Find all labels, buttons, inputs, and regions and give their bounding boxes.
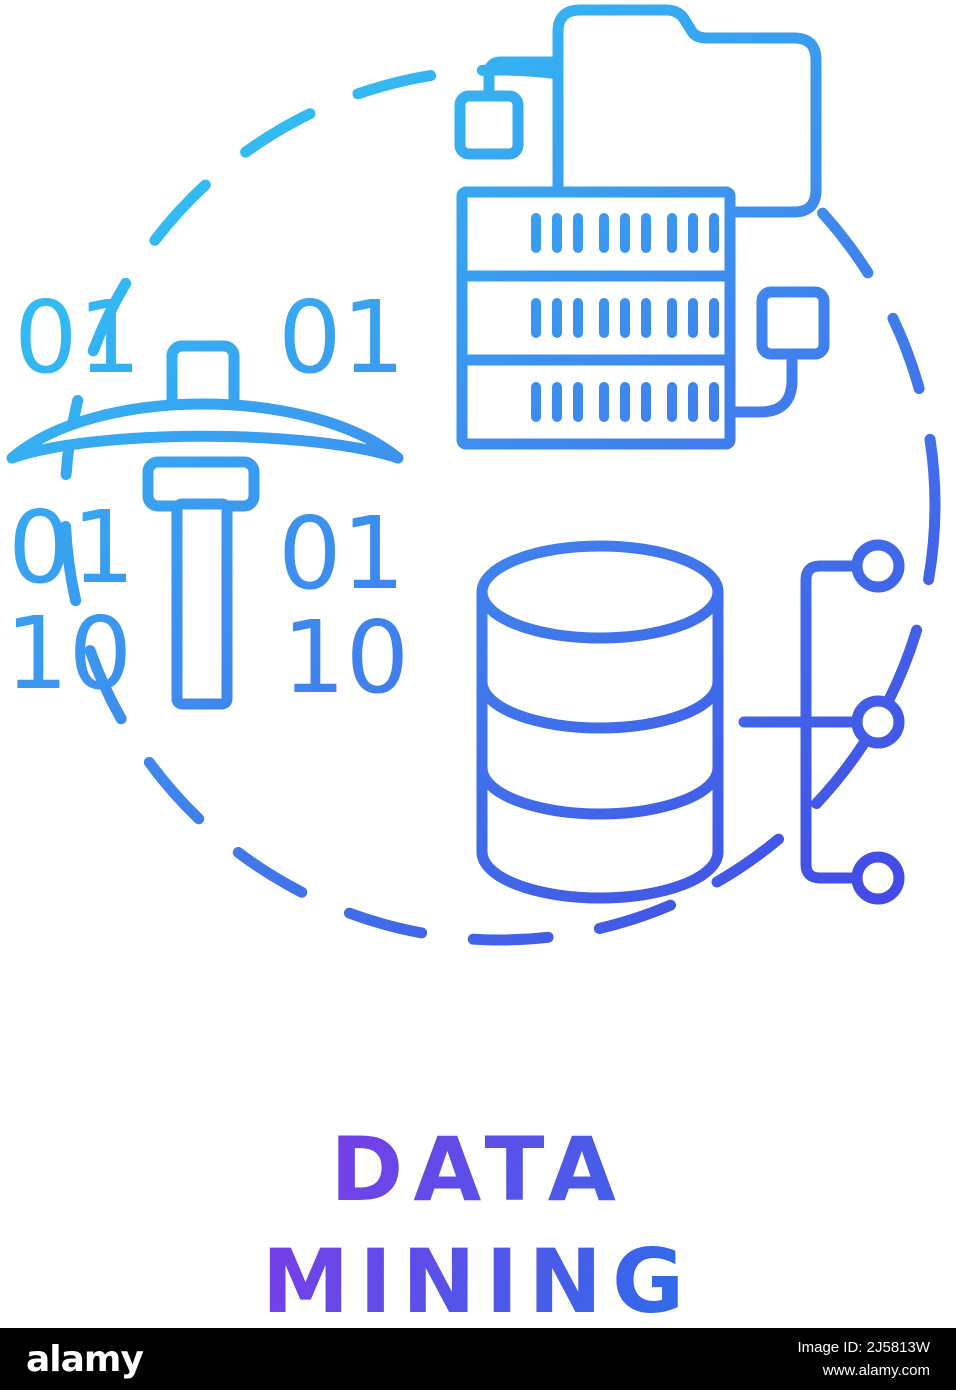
pickaxe-icon [6,340,404,710]
image-id: Image ID: 2J5813W [797,1338,930,1356]
connector-square-left [454,56,564,160]
alamy-url: www.alamy.com [822,1362,930,1379]
database-top [476,540,724,644]
table-cell-dashes [531,213,719,422]
watermark-bar: alamy Image ID: 2J5813W www.alamy.com [0,1328,956,1390]
binary-mid-right: 01 [278,495,405,612]
binary-bottom-left: 10 [5,595,132,712]
database-divider-1 [476,676,724,734]
database-bottom [476,846,724,904]
hierarchy-node-middle [851,695,905,749]
server-table-icon [456,186,736,450]
data-mining-illustration: 01 01 01 01 10 10 [5,4,941,1328]
hierarchy-node-top [851,539,905,593]
database-cylinder-icon [476,540,724,904]
binary-digits: 01 01 01 01 10 10 [5,279,409,716]
connector-elbow-left [483,56,564,102]
title-line-1: DATA [330,1118,626,1221]
pickaxe-head [6,398,404,464]
binary-bottom-right: 10 [282,599,409,716]
concept-title: DATA MINING [262,1118,695,1328]
binary-mid-left: 01 [8,489,135,606]
binary-top-right: 01 [278,279,405,396]
folder-icon [552,4,822,218]
image-meta: Image ID: 2J5813W www.alamy.com [797,1336,930,1383]
binary-top-left: 01 [14,279,141,396]
connector-hook-right [726,348,798,418]
hierarchy-tree-icon [738,539,905,905]
connector-square-icon [454,90,524,160]
connector-square-right [726,286,830,418]
pickaxe-handle [171,498,233,710]
hierarchy-node-bottom [851,851,905,905]
alamy-logo: alamy [26,1338,144,1380]
dashed-circle [59,64,941,946]
database-divider-2 [476,762,724,820]
title-line-2: MINING [262,1230,695,1328]
table-outline [456,186,736,450]
connector-square-icon [756,286,830,360]
